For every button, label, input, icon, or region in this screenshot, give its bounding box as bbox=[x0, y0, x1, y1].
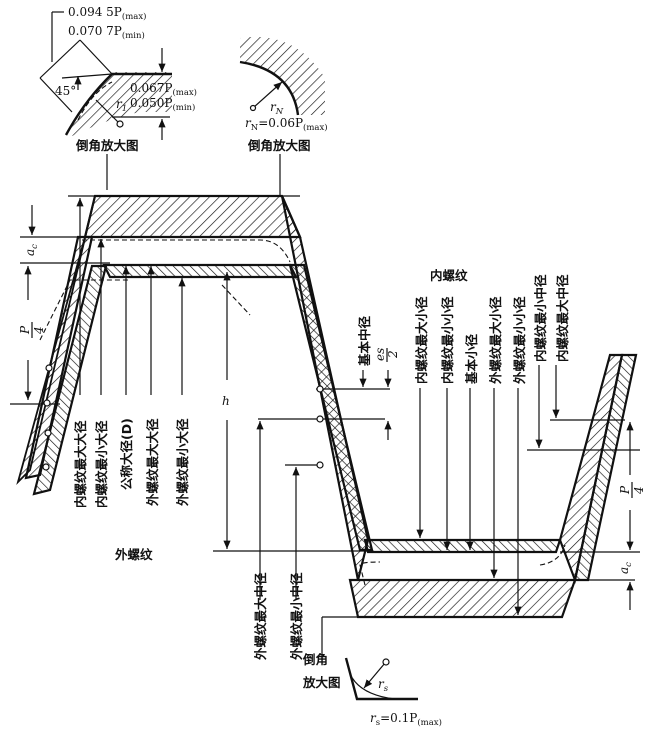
rn-formula: rN=0.06P(max) bbox=[245, 116, 328, 133]
svg-text:P: P bbox=[618, 485, 632, 495]
label-external-min-major: 外螺纹最小大径 bbox=[175, 418, 190, 507]
svg-text:P: P bbox=[18, 325, 32, 335]
radius-rn-label: rN bbox=[270, 100, 284, 117]
svg-text:2: 2 bbox=[386, 350, 400, 359]
left-diameter-leaders bbox=[76, 198, 186, 395]
label-external-max-minor: 外螺纹最大小径 bbox=[488, 296, 503, 385]
chamfer-detail-internal: rN rN=0.06P(max) 倒角放大图 bbox=[239, 36, 328, 195]
chamfer-detail-external: 0.094 5P(max) 0.070 7P(min) 45° 0.067P(m… bbox=[39, 5, 197, 190]
dim-width-min: 0.070 7P(min) bbox=[68, 24, 145, 41]
right-flank-external bbox=[288, 263, 374, 552]
left-dimensions: ac P 4 bbox=[18, 205, 53, 471]
svg-text:倒角: 倒角 bbox=[302, 652, 328, 667]
ac-label-left: ac bbox=[23, 244, 40, 256]
reference-lines bbox=[10, 195, 640, 660]
label-nominal-major: 公称大径(D) bbox=[119, 418, 134, 490]
internal-root-zone bbox=[348, 578, 577, 619]
label-basic-minor: 基本小径 bbox=[464, 333, 479, 385]
thread-profile bbox=[16, 194, 638, 619]
label-internal-max-major: 内螺纹最大大径 bbox=[73, 420, 88, 508]
chamfer-caption-external: 倒角放大图 bbox=[75, 138, 139, 153]
h-label: h bbox=[222, 394, 230, 408]
basic-pitch-dimension: 基本中径 es 2 bbox=[357, 315, 400, 440]
label-external-max-major: 外螺纹最大大径 bbox=[145, 418, 160, 507]
label-basic-pitch: 基本中径 bbox=[357, 315, 372, 367]
label-internal-min-major: 内螺纹最小大径 bbox=[94, 420, 109, 508]
internal-crest-zone bbox=[83, 194, 302, 239]
es-over-2: es 2 bbox=[373, 348, 400, 362]
radius-r1-label: r1 bbox=[116, 97, 127, 114]
dim-height-max: 0.067P(max) bbox=[130, 81, 197, 98]
p-over-4-right: P 4 bbox=[618, 482, 646, 498]
right-dimensions: P 4 ac bbox=[617, 422, 646, 610]
internal-minor-leaders bbox=[416, 388, 522, 615]
external-crest-zone bbox=[102, 263, 298, 279]
external-thread-label: 外螺纹 bbox=[114, 547, 153, 562]
chamfer-hatched-region bbox=[68, 72, 172, 136]
chamfer-caption-internal: 倒角放大图 bbox=[247, 138, 311, 153]
svg-text:rs: rs bbox=[378, 677, 389, 694]
dim-width-max: 0.094 5P(max) bbox=[68, 5, 146, 22]
angle-label: 45° bbox=[55, 84, 76, 98]
label-external-min-pitch: 外螺纹最小中径 bbox=[289, 572, 304, 661]
rs-formula: rs=0.1P(max) bbox=[370, 711, 442, 728]
internal-thread-label: 内螺纹 bbox=[430, 268, 468, 283]
chamfer-detail-root: 倒角 放大图 rs rs=0.1P(max) bbox=[302, 652, 442, 728]
h-dimension: h bbox=[222, 272, 231, 549]
internal-chamfer-hatched bbox=[240, 36, 325, 115]
dim-height-min: 0.050P(min) bbox=[130, 96, 195, 113]
svg-text:4: 4 bbox=[632, 486, 646, 495]
external-root-zone bbox=[363, 538, 562, 554]
p-over-4-left: P 4 bbox=[18, 322, 46, 338]
label-internal-min-minor: 内螺纹最小小径 bbox=[440, 296, 455, 384]
label-internal-min-pitch: 内螺纹最小中径 bbox=[533, 274, 548, 362]
svg-text:4: 4 bbox=[32, 326, 46, 335]
ac-label-right: ac bbox=[617, 562, 634, 574]
label-internal-max-pitch: 内螺纹最大中径 bbox=[555, 274, 570, 362]
svg-text:es: es bbox=[373, 348, 387, 361]
label-external-max-pitch: 外螺纹最大中径 bbox=[253, 572, 268, 661]
svg-text:放大图: 放大图 bbox=[302, 675, 341, 690]
label-external-min-minor: 外螺纹最小小径 bbox=[512, 296, 527, 385]
label-internal-max-minor: 内螺纹最大小径 bbox=[414, 296, 429, 384]
